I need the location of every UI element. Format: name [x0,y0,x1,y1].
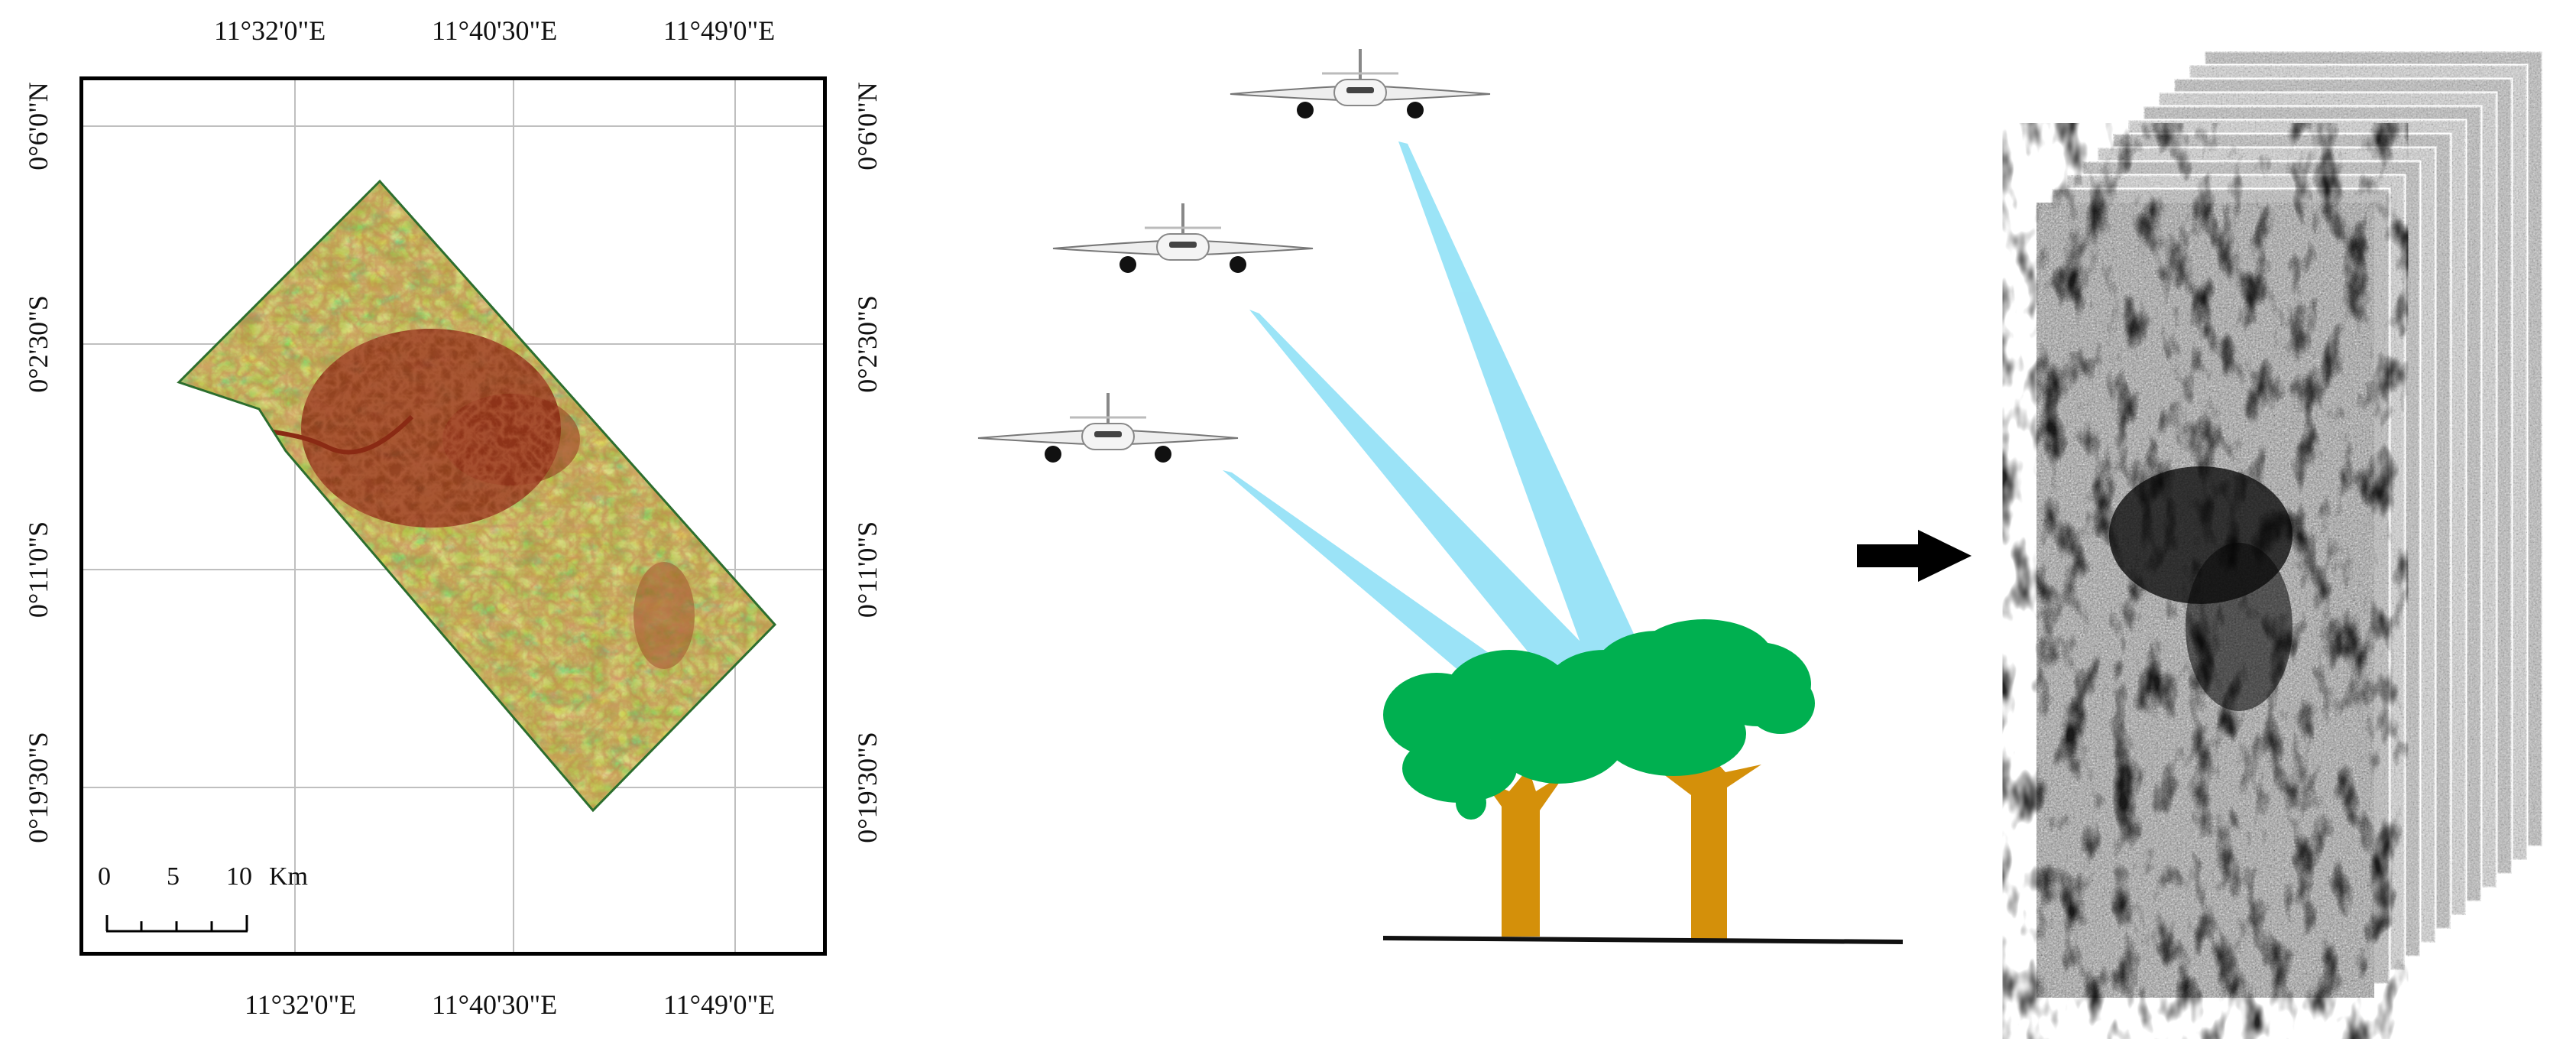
map-frame [79,76,827,956]
lon-label-bottom-3: 11°49'0"E [663,989,776,1020]
scale-bar [105,915,248,933]
tree-icon [1482,757,1761,942]
radar-beam-3 [1398,141,1643,664]
lon-label-top-3: 11°49'0"E [663,15,776,46]
map-canvas [83,80,823,952]
lon-label-top-1: 11°32'0"E [214,15,326,46]
lon-label-top-2: 11°40'30"E [432,15,558,46]
lon-label-bottom-2: 11°40'30"E [432,989,558,1020]
lon-label-bottom-1: 11°32'0"E [245,989,357,1020]
tree-canopy [1383,619,1815,820]
radar-beams [1223,141,1643,684]
radar-beam-2 [1249,310,1611,680]
aircraft-icon [977,391,1239,464]
scale-tick-5: 5 [167,862,180,891]
sar-image-front [2036,203,2374,998]
aircraft-icon [1229,47,1492,120]
scale-tick-0: 0 [98,862,111,891]
scale-tick-10: 10 [226,862,252,891]
scale-unit: Km [269,862,308,891]
ground-line [1382,936,1904,944]
aircraft-icon [1051,202,1314,274]
sar-image-stack [2036,50,2544,998]
arrow-right-icon [1857,530,1972,582]
radar-beam-1 [1223,470,1517,684]
